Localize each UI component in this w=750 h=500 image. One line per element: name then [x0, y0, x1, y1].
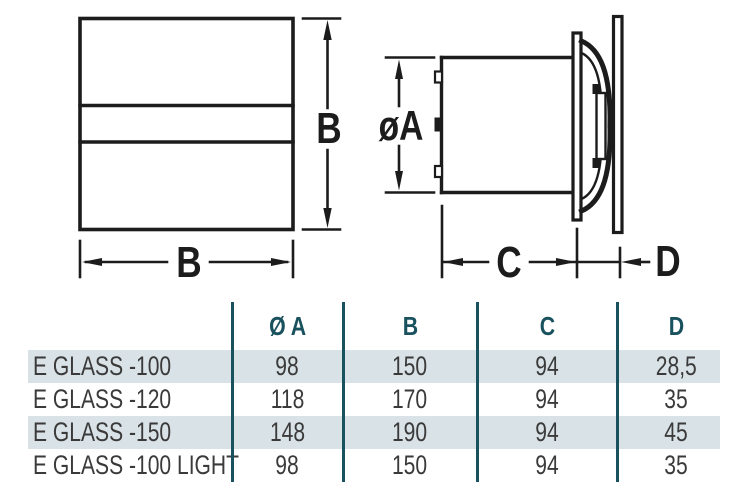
- dim-label-b-vertical: B: [316, 104, 341, 153]
- model-cell: E GLASS -120: [33, 384, 172, 414]
- value-cell-d: 35: [664, 450, 689, 480]
- arrow-up-icon: [323, 20, 332, 40]
- side-view: [433, 14, 624, 235]
- value-cell-oa: 98: [275, 450, 300, 480]
- arrow-right-icon: [556, 258, 576, 266]
- model-cell: E GLASS -100 LIGHT: [33, 450, 240, 480]
- value-cell-d: 28,5: [656, 351, 697, 381]
- arrow-right-icon: [271, 258, 291, 266]
- col-header-c: C: [539, 310, 555, 341]
- mounting-plate: [571, 31, 583, 222]
- column-divider: [342, 302, 345, 482]
- duct-clip: [434, 117, 442, 132]
- model-cell: E GLASS -150: [33, 417, 172, 447]
- arrow-left-icon: [82, 258, 102, 266]
- dimensions-table: Ø A B C D E GLASS -100 98 150 94 28,5 E …: [28, 302, 720, 482]
- arrow-left-icon: [443, 258, 463, 266]
- col-header-b: B: [402, 310, 418, 341]
- value-cell-b: 150: [392, 450, 428, 480]
- dim-label-c: C: [496, 238, 521, 287]
- value-cell-c: 94: [535, 384, 559, 414]
- column-divider: [476, 302, 479, 482]
- value-cell-oa: 148: [269, 417, 306, 447]
- dim-diameter: øA: [379, 56, 436, 194]
- dim-front-height: B: [301, 17, 342, 231]
- value-cell-c: 94: [535, 450, 559, 480]
- model-cell: E GLASS -100: [33, 351, 172, 381]
- value-cell-oa: 118: [270, 384, 305, 414]
- value-cell-b: 150: [392, 351, 428, 381]
- dim-front-width: B: [78, 238, 295, 287]
- col-header-d: D: [668, 310, 685, 341]
- duct-clip: [433, 70, 444, 84]
- value-cell-oa: 98: [275, 351, 300, 381]
- glass-panel: [611, 14, 624, 235]
- table-header-row: Ø A B C D: [28, 302, 720, 350]
- col-header-oa: Ø A: [268, 310, 307, 341]
- arrow-down-icon: [395, 171, 403, 191]
- value-cell-b: 190: [392, 417, 428, 447]
- value-cell-d: 35: [664, 384, 689, 414]
- table-row: E GLASS -120 118 170 94 35: [28, 383, 720, 416]
- column-divider: [231, 302, 234, 482]
- front-view: [78, 16, 295, 232]
- dim-label-b-horizontal: B: [176, 238, 201, 287]
- value-cell-b: 170: [392, 384, 428, 414]
- arrow-down-icon: [323, 208, 332, 228]
- dimension-drawing: B B: [78, 14, 681, 287]
- duct-clip: [433, 164, 444, 179]
- column-divider: [616, 302, 619, 482]
- value-cell-c: 94: [535, 351, 559, 381]
- value-cell-c: 94: [535, 417, 559, 447]
- table-row: E GLASS -150 148 190 94 45: [28, 416, 720, 449]
- arrow-up-icon: [395, 59, 403, 79]
- motor-hub: [595, 91, 607, 161]
- dim-label-diameter: øA: [379, 104, 424, 150]
- dim-c-d: C D: [440, 204, 681, 287]
- arrow-left-icon: [621, 258, 641, 266]
- value-cell-d: 45: [664, 417, 689, 447]
- dim-label-d: D: [655, 237, 680, 286]
- table-row: E GLASS -100 LIGHT 98 150 94 35: [28, 449, 720, 482]
- table-row: E GLASS -100 98 150 94 28,5: [28, 350, 720, 383]
